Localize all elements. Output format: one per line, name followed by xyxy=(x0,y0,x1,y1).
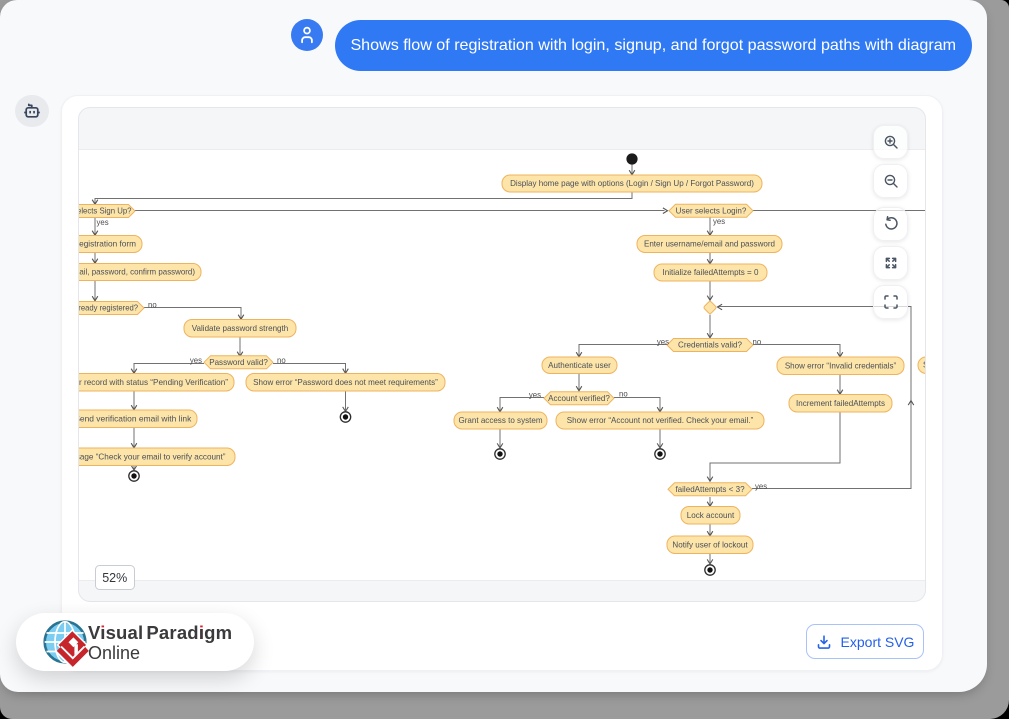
svg-text:Show error “Password does not: Show error “Password does not meet requi… xyxy=(253,378,438,387)
svg-text:no: no xyxy=(148,300,157,309)
svg-text:no: no xyxy=(619,390,628,399)
svg-text:no: no xyxy=(753,338,762,347)
svg-text:Display registration form: Display registration form xyxy=(79,240,136,249)
svg-text:Authenticate user: Authenticate user xyxy=(548,361,611,370)
svg-text:Send verification email with l: Send verification email with link xyxy=(79,414,192,423)
svg-text:no: no xyxy=(277,356,286,365)
svg-text:Password valid?: Password valid? xyxy=(209,358,268,367)
svg-text:Display home page with options: Display home page with options (Login / … xyxy=(510,179,754,188)
svg-text:Account verified?: Account verified? xyxy=(548,394,610,403)
svg-text:yes: yes xyxy=(97,218,109,227)
svg-text:yes: yes xyxy=(529,390,541,399)
svg-text:Credentials valid?: Credentials valid? xyxy=(678,341,742,350)
svg-text:Notify user of lockout: Notify user of lockout xyxy=(672,540,748,549)
svg-text:Increment failedAttempts: Increment failedAttempts xyxy=(796,399,885,408)
svg-text:Show error “Account not verifi: Show error “Account not verified. Check … xyxy=(567,416,754,425)
svg-text:Email already registered?: Email already registered? xyxy=(79,304,138,313)
svg-text:User selects Login?: User selects Login? xyxy=(676,206,747,215)
svg-text:yes: yes xyxy=(713,217,725,226)
svg-text:Lock account: Lock account xyxy=(687,511,735,520)
svg-text:failedAttempts < 3?: failedAttempts < 3? xyxy=(675,485,745,494)
svg-text:Initialize failedAttempts = 0: Initialize failedAttempts = 0 xyxy=(663,268,759,277)
svg-text:Grant access to system: Grant access to system xyxy=(458,416,542,425)
svg-text:User selects Sign Up?: User selects Sign Up? xyxy=(79,207,132,216)
svg-text:Validate password strength: Validate password strength xyxy=(192,324,288,333)
svg-text:Create user record with status: Create user record with status “Pending … xyxy=(79,378,228,387)
svg-text:Enter details (name, email, pa: Enter details (name, email, password, co… xyxy=(79,268,195,277)
svg-text:Enter username/email and passw: Enter username/email and password xyxy=(644,240,775,249)
svg-text:yes: yes xyxy=(190,356,202,365)
svg-text:yes: yes xyxy=(657,338,669,347)
svg-text:Show error “Invalid credential: Show error “Invalid credentials” xyxy=(785,361,897,370)
svg-text:yes: yes xyxy=(755,482,767,491)
svg-text:Display message “Check your em: Display message “Check your email to ver… xyxy=(79,452,226,461)
svg-text:Send password reset email: Send password reset email xyxy=(923,361,926,370)
